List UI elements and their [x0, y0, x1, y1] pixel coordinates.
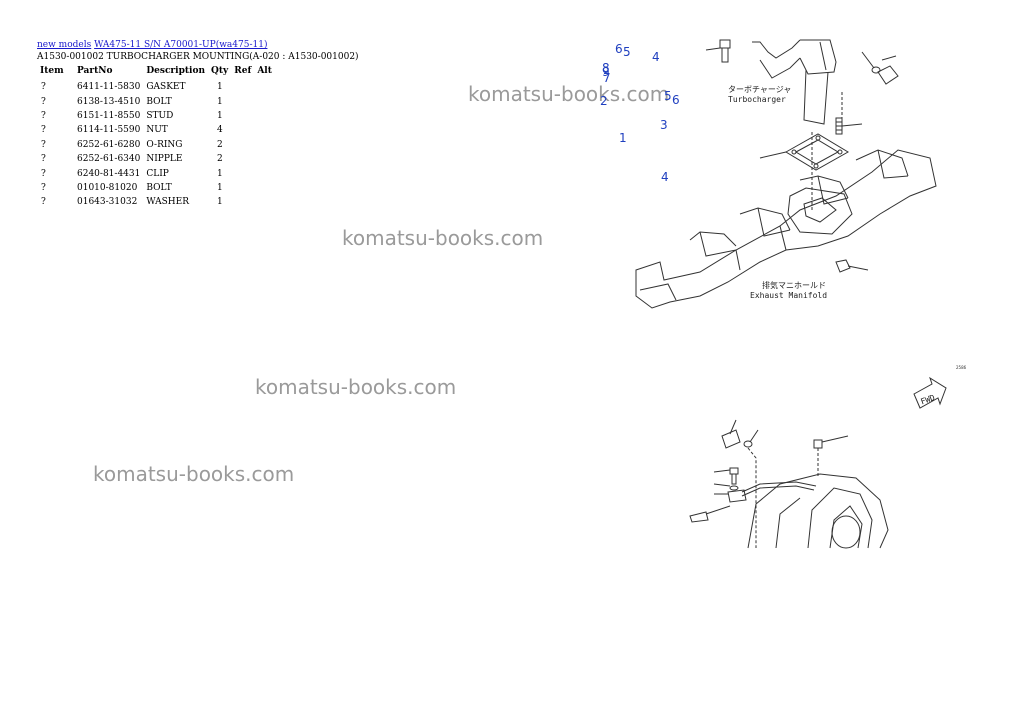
lower-fittings	[689, 419, 849, 548]
callout-4b[interactable]: 4	[661, 170, 669, 184]
callout-6b[interactable]: 6	[672, 93, 680, 107]
fwd-arrow-icon	[913, 376, 947, 409]
cell-partno: 01010-81020	[77, 182, 138, 193]
bolt-shape	[719, 39, 731, 63]
cell-qty: 1	[217, 110, 223, 121]
cell-description: GASKET	[146, 82, 186, 93]
cell-item: ?	[41, 168, 46, 179]
cell-description: NIPPLE	[146, 154, 183, 165]
table-row: ? 6252-61-6280 O-RING 2	[37, 138, 275, 152]
callout-7[interactable]: 7	[603, 71, 611, 85]
cell-qty: 1	[217, 182, 223, 193]
cell-partno: 6240-81-4431	[77, 168, 141, 179]
table-header-row: Item PartNo Description Qty Ref Alt	[37, 66, 275, 80]
cell-qty: 1	[217, 168, 223, 179]
cell-item: ?	[41, 125, 46, 136]
cell-description: BOLT	[146, 96, 172, 107]
label-turbocharger-jp: ターボチャージャ	[728, 85, 791, 94]
cell-description: STUD	[146, 110, 174, 121]
cell-item: ?	[41, 154, 46, 165]
drawing-ref-code: 2586	[956, 365, 967, 370]
label-manifold-en: Exhaust Manifold	[750, 291, 827, 300]
breadcrumb: new models WA475-11 S/N A70001-UP(wa475-…	[37, 40, 267, 50]
watermark: komatsu-books.com	[255, 375, 457, 399]
table-row: ? 01010-81020 BOLT 1	[37, 181, 275, 195]
callout-1[interactable]: 1	[619, 131, 627, 145]
gasket-shape	[785, 133, 849, 171]
table-row: ? 6151-11-8550 STUD 1	[37, 109, 275, 123]
nipple-shape	[871, 65, 899, 85]
cell-qty: 2	[217, 139, 223, 150]
cell-description: BOLT	[146, 182, 172, 193]
header-description: Description	[146, 66, 205, 76]
label-manifold-jp: 排気マニホールド	[762, 280, 826, 290]
table-row: ? 6252-61-6340 NIPPLE 2	[37, 152, 275, 166]
callout-9[interactable]: 9	[602, 65, 610, 79]
cell-qty: 1	[217, 96, 223, 107]
table-row: ? 6240-81-4431 CLIP 1	[37, 166, 275, 180]
page-title: A1530-001002 TURBOCHARGER MOUNTING(A-020…	[37, 52, 359, 62]
callout-5b[interactable]: 5	[664, 89, 672, 103]
stud-shape	[835, 117, 843, 135]
header-item: Item	[40, 66, 64, 76]
cell-partno: 6411-11-5830	[77, 82, 141, 93]
cell-partno: 6252-61-6340	[77, 154, 141, 165]
table-row: ? 6138-13-4510 BOLT 1	[37, 94, 275, 108]
cell-description: CLIP	[146, 168, 169, 179]
cell-qty: 4	[217, 125, 223, 136]
cell-item: ?	[41, 110, 46, 121]
callout-6[interactable]: 6	[615, 42, 623, 56]
turbo-outlet-pipe	[752, 39, 837, 125]
parts-table: Item PartNo Description Qty Ref Alt ? 641…	[37, 66, 275, 210]
oil-pipe-shape	[741, 481, 817, 497]
table-row: ? 6114-11-5590 NUT 4	[37, 123, 275, 137]
cell-qty: 1	[217, 82, 223, 93]
label-turbocharger-en: Turbocharger	[728, 95, 786, 104]
cell-partno: 6252-61-6280	[77, 139, 141, 150]
callout-2[interactable]: 2	[600, 94, 608, 108]
cell-item: ?	[41, 182, 46, 193]
table-row: ? 6411-11-5830 GASKET 1	[37, 80, 275, 94]
cell-description: WASHER	[146, 197, 190, 208]
cell-item: ?	[41, 96, 46, 107]
fwd-label: FWD	[919, 393, 936, 406]
cell-partno: 6151-11-8550	[77, 110, 141, 121]
breadcrumb-link-model[interactable]: WA475-11 S/N A70001-UP(wa475-11)	[94, 40, 268, 50]
header-qty: Qty	[211, 66, 229, 76]
callout-5[interactable]: 5	[623, 45, 631, 59]
cell-item: ?	[41, 82, 46, 93]
watermark: komatsu-books.com	[468, 82, 670, 106]
header-ref: Ref	[234, 66, 252, 76]
nut-shape	[835, 259, 851, 273]
callout-8[interactable]: 8	[602, 61, 610, 75]
cell-partno: 01643-31032	[77, 197, 138, 208]
turbocharger-lower-shape	[747, 473, 889, 549]
cell-item: ?	[41, 197, 46, 208]
header-alt: Alt	[257, 66, 272, 76]
watermark: komatsu-books.com	[342, 226, 544, 250]
cell-qty: 1	[217, 197, 223, 208]
cell-partno: 6138-13-4510	[77, 96, 141, 107]
cell-partno: 6114-11-5590	[77, 125, 141, 136]
callout-4[interactable]: 4	[652, 50, 660, 64]
breadcrumb-link-new-models[interactable]: new models	[37, 40, 92, 50]
watermark: komatsu-books.com	[93, 462, 295, 486]
cell-item: ?	[41, 139, 46, 150]
header-partno: PartNo	[77, 66, 113, 76]
cell-description: NUT	[146, 125, 168, 136]
cell-description: O-RING	[146, 139, 183, 150]
cell-qty: 2	[217, 154, 223, 165]
callout-3[interactable]: 3	[660, 118, 668, 132]
table-row: ? 01643-31032 WASHER 1	[37, 195, 275, 209]
